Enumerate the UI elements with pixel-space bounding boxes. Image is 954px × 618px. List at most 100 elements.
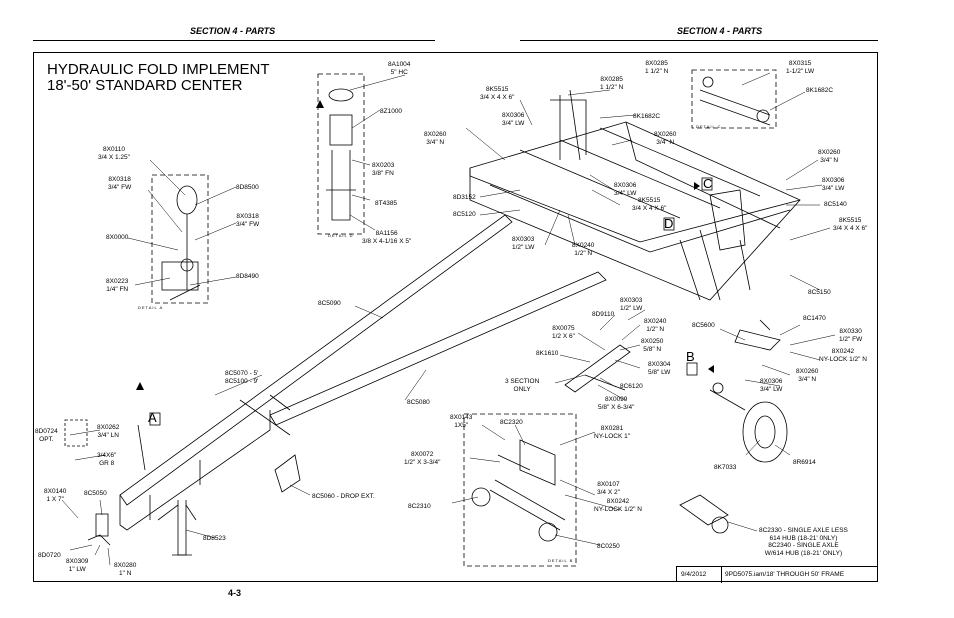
page-number: 4-3 — [228, 588, 242, 598]
label-8c5070: 8C5070 - 5' 8C5100 - 9' — [225, 370, 259, 385]
drop-extension — [274, 454, 301, 493]
label-8x0110: 8X0110 3/4 X 1.25" — [98, 146, 130, 161]
label-8k5515a: 8K5515 3/4 X 4 X 6" — [480, 86, 515, 101]
label-8c5150: 8C5150 — [808, 289, 831, 296]
label-8x0285b: 8X0285 1 1/2" N — [645, 60, 669, 75]
label-8k7033: 8K7033 — [714, 464, 737, 471]
label-8x0280: 8X0280 1" N — [114, 562, 137, 577]
detail-d-box — [317, 73, 365, 235]
label-8d0720: 8D0720 — [38, 552, 61, 559]
arrow-b-icon — [708, 365, 714, 373]
detail-a-box — [151, 174, 209, 304]
title-line-1: HYDRAULIC FOLD IMPLEMENT — [47, 61, 270, 78]
hitch-detail-d — [326, 88, 356, 221]
label-8a1004: 8A1004 5" HC — [388, 61, 411, 76]
leader-lines — [61, 72, 836, 566]
callout-a: A — [148, 410, 157, 425]
label-8x0262: 8X0262 3/4" LN — [97, 424, 120, 439]
label-8x0223: 8X0223 1/4" FN — [106, 278, 129, 293]
label-8c5060: 8C5060 - DROP EXT. — [312, 493, 375, 500]
title-block: 9/4/2012 9PD5075.iam/18' THROUGH 50' FRA… — [676, 566, 878, 583]
label-8x0240a: 8X0240 1/2" N — [572, 242, 595, 257]
label-8x0309: 8X0309 1" LW — [66, 558, 89, 573]
label-8k5515c: 8K5515 3/4 X 4 X 6" — [632, 197, 667, 212]
label-8d0724: 8D0724 OPT. — [35, 428, 58, 443]
label-8x0330: 8X0330 1/2" FW — [839, 328, 863, 343]
label-3-section-only: 3 SECTION ONLY — [505, 378, 540, 393]
header-rule-left — [33, 40, 435, 41]
drawing-frame — [33, 52, 878, 582]
hitch-bottom-left — [64, 419, 146, 546]
label-8x0072: 8X0072 1/2" X 3-3/4" — [404, 451, 441, 466]
label-8x0250: 8X0250 5/8" N — [641, 338, 664, 353]
detail-b-label: DETAIL B — [548, 558, 574, 563]
detail-a-label: DETAIL A — [138, 305, 164, 310]
label-8x0260a: 8X0260 3/4" N — [424, 131, 447, 146]
label-8c2320: 8C2320 — [500, 419, 523, 426]
callout-d-box — [663, 217, 675, 231]
label-8x0242b: 8X0242 NY-LOCK 1/2" N — [594, 498, 642, 513]
center-frame — [469, 89, 801, 301]
label-8c0250: 8C0250 — [597, 543, 620, 550]
label-8d8523: 8D8523 — [203, 535, 226, 542]
hitch-detail-a — [161, 185, 201, 301]
label-8x0318a: 8X0318 3/4" FW — [108, 176, 132, 191]
title-line-2: 18'-50' STANDARD CENTER — [47, 77, 243, 94]
label-8k1682c-b: 8K1682C — [806, 87, 834, 94]
detail-c-label: DETAIL C — [696, 124, 722, 129]
label-8c5050: 8C5050 — [84, 490, 107, 497]
label-8d8490: 8D8490 — [236, 273, 259, 280]
callout-b: B — [686, 349, 695, 364]
section-header-left: SECTION 4 - PARTS — [190, 26, 276, 36]
label-8x0315: 8X0315 1-1/2" LW — [786, 60, 815, 75]
label-8x0000: 8X0000 — [106, 234, 129, 241]
label-8k5515b: 8K5515 3/4 X 4 X 6" — [833, 217, 868, 232]
label-8c5600: 8C5600 — [692, 322, 715, 329]
single-axle-hub — [679, 494, 729, 534]
arrow-a-icon — [136, 382, 144, 390]
label-8x0304: 8X0304 5/8" LW — [648, 361, 671, 376]
drawing-filename: 9PD5075.iam/18' THROUGH 50' FRAME — [725, 571, 845, 578]
label-8r6914: 8R6914 — [793, 459, 816, 466]
label-8t4385: 8T4385 — [375, 200, 398, 207]
label-8x0143: 8X0143 1X5" — [450, 414, 473, 429]
label-8c5140: 8C5140 — [824, 201, 847, 208]
drawing-title: HYDRAULIC FOLD IMPLEMENT 18'-50' STANDAR… — [47, 62, 270, 94]
callout-b-box — [686, 362, 698, 376]
callout-a-box — [149, 412, 161, 426]
label-8c2310: 8C2310 — [408, 503, 431, 510]
label-8c6120: 8C6120 — [620, 383, 643, 390]
label-8x0306d: 8X0306 3/4" LW — [760, 378, 783, 393]
label-8z1000: 8Z1000 — [380, 108, 403, 115]
label-8c1470: 8C1470 — [803, 315, 826, 322]
label-8x0306b: 8X0306 3/4" LW — [822, 177, 845, 192]
label-8k1682c-a: 8K1682C — [633, 113, 661, 120]
callout-c: C — [703, 176, 713, 191]
label-8c5090: 8C5090 — [318, 300, 341, 307]
label-8c5120: 8C5120 — [453, 211, 476, 218]
label-8x0099: 8X0099 5/8" X 6-3/4" — [598, 396, 635, 411]
header-rule-right — [520, 40, 878, 41]
label-8x0140: 8X0140 1 X 7" — [44, 488, 67, 503]
title-block-divider — [721, 567, 722, 583]
label-8d3152: 8D3152 — [453, 194, 476, 201]
label-8x0107: 8X0107 3/4 X 2" — [597, 481, 620, 496]
cylinder-detail-c — [699, 76, 771, 126]
label-8x0306c: 8X0306 3/4" LW — [614, 182, 637, 197]
revision-date: 9/4/2012 — [681, 571, 707, 578]
section-header-right: SECTION 4 - PARTS — [677, 26, 763, 36]
three-section-bracket — [564, 344, 631, 393]
label-8d8500: 8D8500 — [236, 184, 259, 191]
detail-b-box — [463, 413, 577, 567]
label-8x0285a: 8X0285 1 1/2" N — [600, 76, 624, 91]
detail-d-label: DETAIL D — [328, 233, 354, 238]
label-8x0303b: 8X0303 1/2" LW — [620, 297, 643, 312]
callout-d: D — [664, 216, 674, 231]
label-8x0240b: 8X0240 1/2" N — [644, 318, 667, 333]
label-8x0281: 8X0281 NY-LOCK 1" — [594, 425, 631, 440]
label-8x0318b: 8X0318 3/4" FW — [236, 213, 260, 228]
label-8x0260b: 8X0260 3/4" N — [654, 131, 677, 146]
wheel-assembly — [709, 319, 788, 463]
label-8c5080: 8C5080 — [407, 399, 430, 406]
